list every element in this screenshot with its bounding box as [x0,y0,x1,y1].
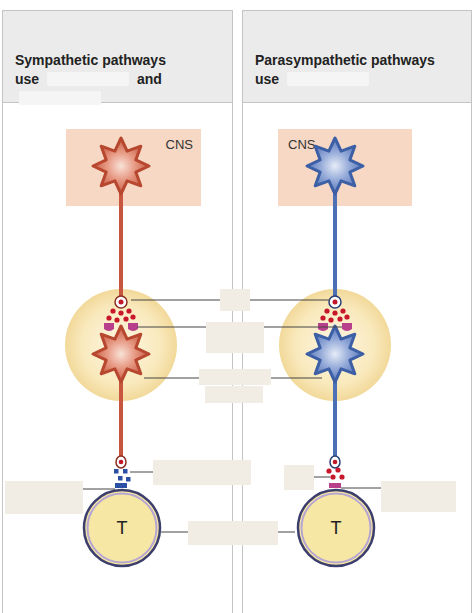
pathway-column: Parasympathetic pathways use CNS T [242,10,472,613]
target-cell: T [296,488,376,568]
vesicle [333,300,338,305]
vesicle [333,460,338,465]
receptor [104,323,138,331]
receptor [329,483,341,488]
pathway-column: Sympathetic pathways use and CNS T [2,10,233,613]
blank-field [287,72,369,86]
neurotransmitter [106,308,135,322]
sympathetic-neurons [93,138,149,488]
cns-box: CNS [278,129,412,206]
region-label: CNS [166,137,193,152]
cell-body [307,138,363,194]
target-label: T [296,518,376,539]
cell-body [93,138,149,194]
heading-text: and [137,71,162,87]
preganglionic-axon [119,185,123,300]
neurotransmitter [320,308,349,322]
column-heading: Parasympathetic pathways use [255,51,460,89]
leader-lines [83,300,381,532]
ganglion [65,289,177,401]
axon-terminal [329,296,341,308]
parasympathetic-neurons [307,138,363,488]
ganglion [279,289,391,401]
norepinephrine [114,469,131,482]
acetylcholine [326,467,344,479]
receptor [115,483,127,488]
preganglionic-axon [333,185,337,300]
blank-fields [5,289,456,545]
postganglionic-axon [333,370,337,460]
axon-terminal [330,456,340,468]
cell-body [93,326,149,382]
region-label: CNS [288,137,315,152]
blank-field [47,72,129,86]
vesicle [119,460,124,465]
blank-field [19,91,101,105]
target-label: T [82,518,162,539]
cell-body [307,326,363,382]
postganglionic-axon [119,370,123,460]
axon-terminal [116,456,126,468]
receptor [318,323,352,331]
column-heading: Sympathetic pathways use and [15,51,187,108]
axon-terminal [115,296,127,308]
vesicle [119,300,124,305]
cns-box: CNS [66,129,201,206]
target-cell: T [82,488,162,568]
